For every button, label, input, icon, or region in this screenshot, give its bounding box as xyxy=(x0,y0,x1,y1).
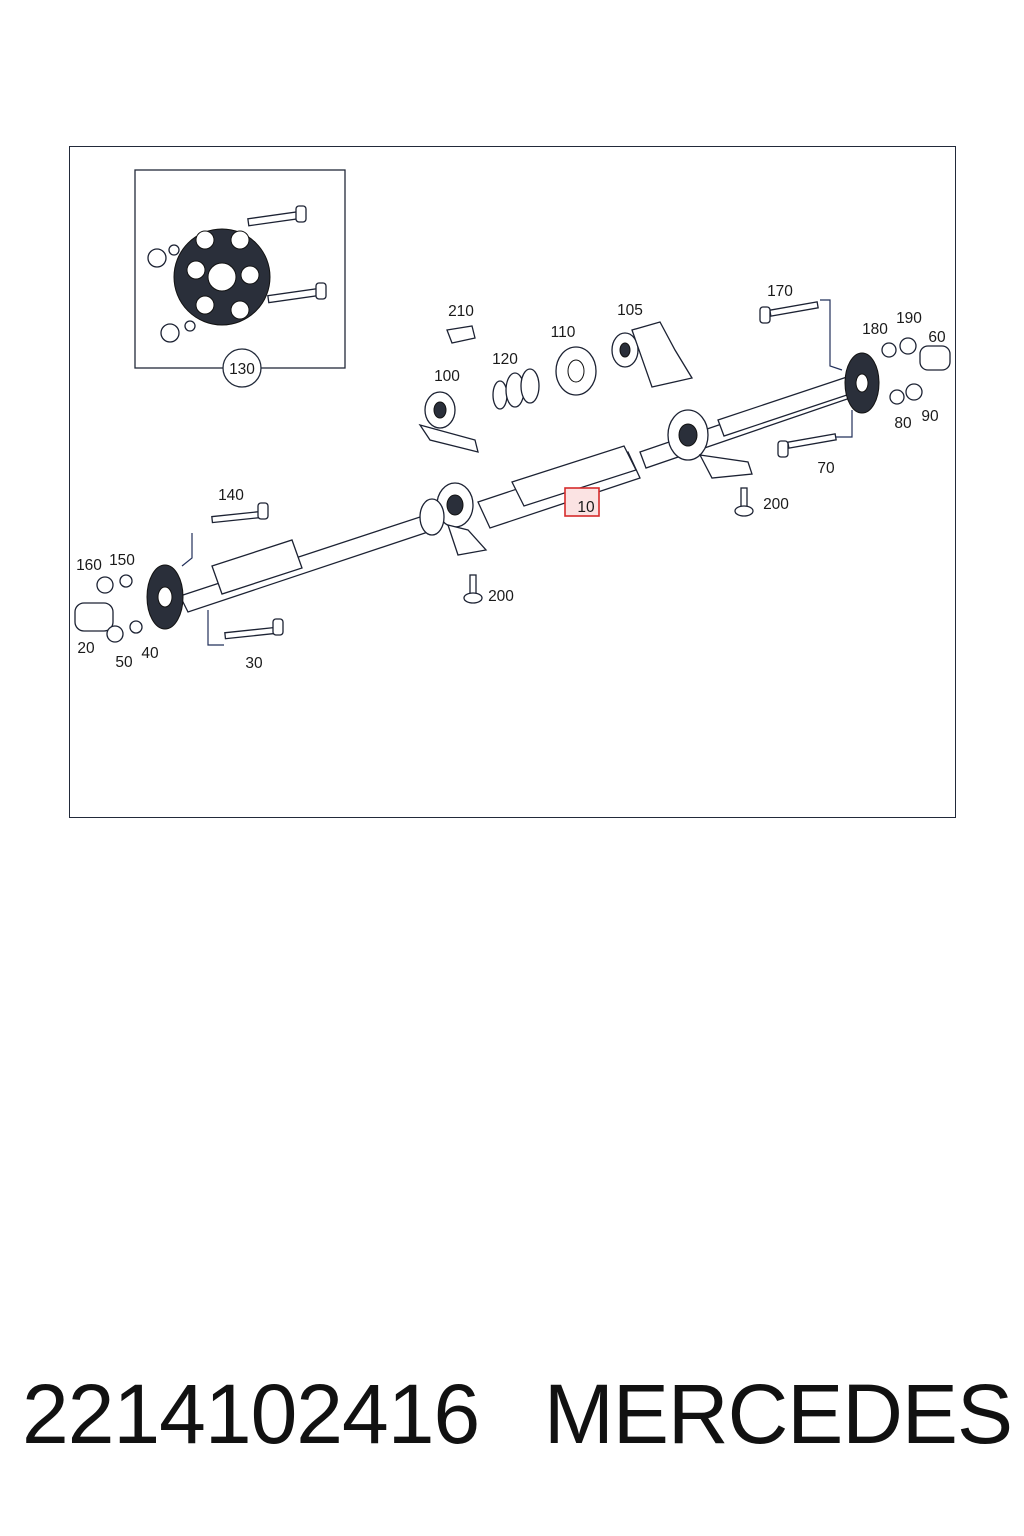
label-110[interactable]: 110 xyxy=(551,324,576,341)
screw-icon[interactable] xyxy=(734,487,754,517)
label-200-right[interactable]: 200 xyxy=(763,496,789,513)
label-105[interactable]: 105 xyxy=(617,302,643,319)
label-100[interactable]: 100 xyxy=(434,368,460,385)
nut-icon xyxy=(160,323,180,343)
washer-icon xyxy=(168,244,180,256)
propeller-shaft-icon[interactable] xyxy=(179,375,857,613)
rubber-boot-icon[interactable] xyxy=(492,368,540,410)
screw-icon[interactable] xyxy=(463,574,483,604)
nut-icon xyxy=(899,337,917,355)
bolt-icon[interactable] xyxy=(247,205,307,227)
label-190[interactable]: 190 xyxy=(896,310,922,327)
label-180[interactable]: 180 xyxy=(862,321,888,338)
nut-icon xyxy=(147,248,167,268)
nut-icon xyxy=(905,383,923,401)
part-number: 2214102416 xyxy=(22,1367,480,1461)
leader-line xyxy=(836,410,853,438)
label-50[interactable]: 50 xyxy=(115,654,133,671)
label-40[interactable]: 40 xyxy=(141,645,159,662)
parts-diagram: 130 xyxy=(74,169,951,672)
label-20[interactable]: 20 xyxy=(77,640,95,657)
washer-icon xyxy=(129,620,143,634)
label-60[interactable]: 60 xyxy=(928,329,946,346)
washer-icon xyxy=(119,574,133,588)
flex-disc-icon[interactable] xyxy=(173,228,271,326)
label-160[interactable]: 160 xyxy=(76,557,102,574)
brand-name: MERCEDES xyxy=(543,1367,1013,1461)
rear-bearing-bracket-icon[interactable] xyxy=(667,409,753,479)
label-30[interactable]: 30 xyxy=(245,655,263,672)
diagram-frame xyxy=(69,146,956,818)
label-210[interactable]: 210 xyxy=(448,303,474,320)
sleeve-icon[interactable] xyxy=(919,345,951,371)
leader-line xyxy=(820,299,843,371)
callout-circle xyxy=(222,348,262,388)
bolt-icon[interactable] xyxy=(777,433,837,458)
front-flex-disc-icon[interactable] xyxy=(146,564,184,630)
clip-icon[interactable] xyxy=(446,325,476,344)
bolt-icon[interactable] xyxy=(224,618,284,640)
caption: 2214102416 MERCEDES xyxy=(22,1366,1013,1463)
sleeve-icon[interactable] xyxy=(74,602,114,632)
label-10[interactable]: 10 xyxy=(577,499,595,516)
nut-icon xyxy=(96,576,114,594)
selected-part-highlight[interactable] xyxy=(564,487,600,517)
washer-icon xyxy=(184,320,196,332)
label-130[interactable]: 130 xyxy=(229,361,255,378)
label-90[interactable]: 90 xyxy=(921,408,939,425)
leader-line xyxy=(207,610,224,646)
washer-icon xyxy=(881,342,897,358)
label-150[interactable]: 150 xyxy=(109,552,135,569)
rear-flex-disc-icon[interactable] xyxy=(844,352,880,414)
bolt-icon[interactable] xyxy=(211,502,269,524)
label-170[interactable]: 170 xyxy=(767,283,793,300)
washer-icon xyxy=(889,389,905,405)
center-bearing-icon[interactable] xyxy=(419,482,488,556)
nut-icon xyxy=(106,625,124,643)
bolt-icon[interactable] xyxy=(267,282,327,304)
center-bearing-icon[interactable] xyxy=(418,391,479,453)
label-120[interactable]: 120 xyxy=(492,351,518,368)
label-200-left[interactable]: 200 xyxy=(488,588,514,605)
label-80[interactable]: 80 xyxy=(894,415,912,432)
leader-line xyxy=(181,533,193,567)
bearing-ring-icon[interactable] xyxy=(555,346,597,396)
label-70[interactable]: 70 xyxy=(817,460,835,477)
bolt-icon[interactable] xyxy=(759,301,819,324)
label-140[interactable]: 140 xyxy=(218,487,244,504)
bearing-bracket-icon[interactable] xyxy=(611,321,694,388)
